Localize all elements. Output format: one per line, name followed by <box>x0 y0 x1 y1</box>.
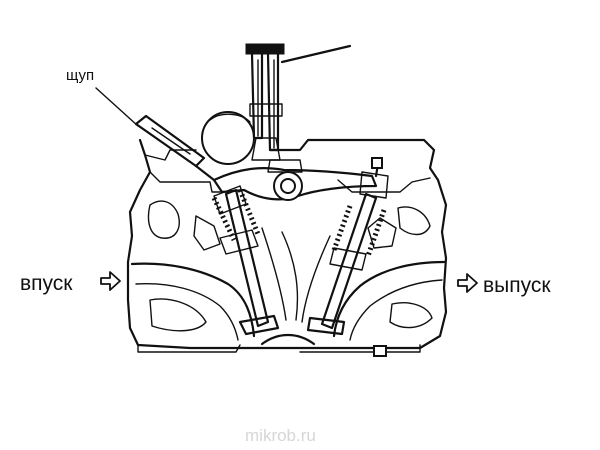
exhaust-spring-right <box>365 209 387 257</box>
intake-valve <box>211 185 280 336</box>
feeler-gauge-label: щуп <box>66 67 94 84</box>
rocker-pivot-inner <box>280 178 296 194</box>
intake-label: впуск <box>20 272 73 295</box>
rocker-arm <box>212 159 378 201</box>
watermark: mikrob.ru <box>245 426 316 445</box>
intake-spring-right <box>237 189 261 235</box>
exhaust-spring-left <box>331 205 353 251</box>
adjustment-tool <box>245 43 352 161</box>
cylinder-head <box>126 138 448 357</box>
feeler-gauge-tool <box>134 114 216 182</box>
feeler-leader-line <box>95 87 139 127</box>
exhaust-arrow-icon <box>457 273 478 293</box>
intake-arrow-icon <box>100 271 121 291</box>
camshaft <box>201 111 255 165</box>
exhaust-label: выпуск <box>483 274 551 297</box>
